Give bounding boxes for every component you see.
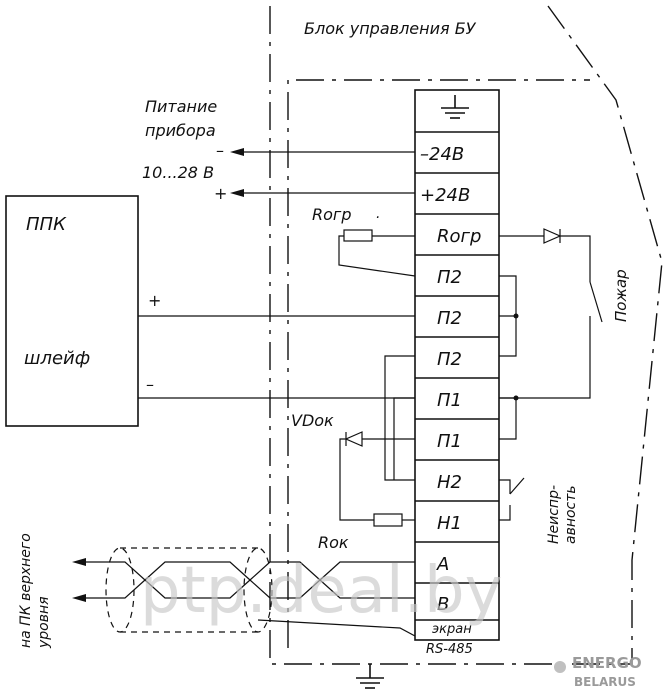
power-minus: –: [216, 141, 224, 160]
terminal-label: A: [436, 554, 449, 575]
fault-relay-label: Неиспр-: [546, 485, 562, 544]
upper-level-label: уровня: [36, 596, 52, 649]
terminal-label: П2: [437, 349, 462, 370]
brand-logo: ENERGO BELARUS: [554, 654, 642, 689]
screen-label: экран: [432, 622, 472, 637]
terminal-label: Rогр: [437, 226, 481, 247]
brand-line1: ENERGO: [572, 654, 642, 672]
terminal-block: [414, 89, 500, 641]
ppk-loop: шлейф: [24, 348, 90, 369]
power-range: 10...28 В: [142, 163, 214, 182]
power-label: прибора: [145, 121, 216, 140]
terminal-label: B: [437, 594, 449, 615]
terminal-label: –24В: [420, 144, 464, 165]
terminal-label: П1: [437, 431, 462, 452]
outer-enclosure: [269, 5, 663, 665]
r-ok-label: Rок: [318, 533, 349, 552]
terminal-label: П1: [437, 390, 462, 411]
ground-icon: [441, 95, 469, 119]
fire-relay-wiring: [499, 228, 603, 440]
power-arrows: [230, 148, 415, 197]
r-limit-label: Rогр: [312, 205, 351, 224]
inner-enclosure: [287, 79, 590, 648]
terminal-label: П2: [437, 308, 462, 329]
power-plus: +: [214, 184, 227, 203]
screen-label: RS-485: [426, 642, 473, 657]
watermark: ptp.deal.by: [140, 554, 503, 628]
r-limit-resistor: [338, 229, 416, 277]
fault-relay-wiring: [499, 477, 525, 521]
power-label: Питание: [145, 97, 217, 116]
internal-wiring: [339, 355, 415, 527]
vd-ok-label: VDок: [291, 411, 334, 430]
ppk-minus: –: [146, 375, 154, 394]
terminal-label: П2: [437, 267, 462, 288]
ppk-plus: +: [148, 291, 161, 310]
ppk-box: [5, 195, 139, 427]
unit-title: Блок управления БУ: [304, 19, 477, 38]
fault-relay-label: авность: [563, 485, 579, 544]
terminal-label: +24В: [420, 185, 470, 206]
fire-relay-label: Пожар: [612, 269, 630, 322]
brand-line2: BELARUS: [574, 675, 636, 689]
terminal-label: Н1: [437, 513, 462, 534]
ppk-name: ППК: [26, 214, 67, 235]
r-limit-dot: .: [376, 206, 380, 222]
chassis-ground-icon: [356, 664, 384, 689]
rs485-twisted-pair: [72, 547, 416, 637]
terminal-label: Н2: [437, 472, 462, 493]
upper-level-label: на ПК верхнего: [18, 533, 34, 648]
